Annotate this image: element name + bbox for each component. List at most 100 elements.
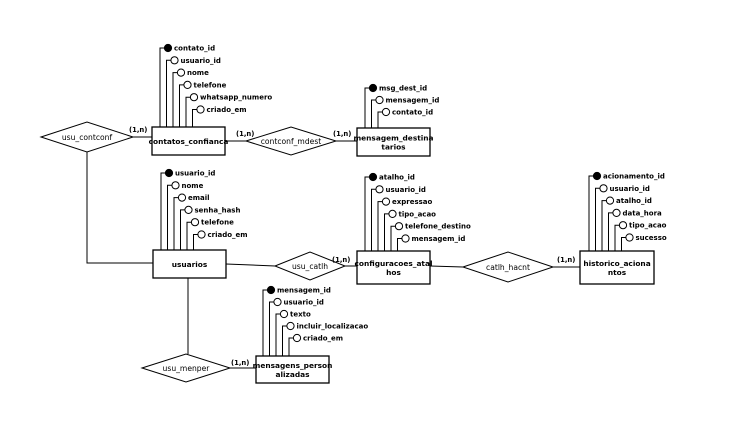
attribute-telefone-destino[interactable]: telefone_destino xyxy=(394,222,471,231)
entity-box xyxy=(151,126,226,156)
entity-box xyxy=(356,250,431,285)
relationship-label: usu_contconf xyxy=(62,133,113,142)
attribute-label: telefone_destino xyxy=(405,223,471,231)
attribute-usuario-id[interactable]: usuario_id xyxy=(164,168,215,178)
attribute-label: email xyxy=(188,194,210,202)
attribute-tipo-acao[interactable]: tipo_acao xyxy=(388,209,436,218)
relationship-catlh-hacnt[interactable]: catlh_hacnt xyxy=(461,251,555,283)
attribute-telefone[interactable]: telefone xyxy=(190,218,234,227)
attribute-criado-em[interactable]: criado_em xyxy=(196,105,247,114)
attribute-usuario-id[interactable]: usuario_id xyxy=(273,297,324,307)
entity-label: configuracoes_atal xyxy=(355,259,433,268)
attribute-expressao[interactable]: expressao xyxy=(381,197,433,206)
attribute-incluir-localizacao[interactable]: incluir_localizacao xyxy=(286,321,369,331)
connector-lines xyxy=(86,136,580,369)
attribute-line xyxy=(621,237,626,251)
attribute-icon xyxy=(388,209,397,218)
attribute-line xyxy=(282,325,287,356)
attribute-icon xyxy=(292,333,302,343)
attribute-label: atalho_id xyxy=(616,197,652,205)
primary-key-icon xyxy=(164,168,174,178)
entity-layer: contatos_confianca mensagem_destinatarios… xyxy=(149,126,655,384)
attribute-line xyxy=(159,47,164,127)
attribute-label: contato_id xyxy=(392,109,433,117)
attribute-label: msg_dest_id xyxy=(379,85,427,93)
attribute-mensagem-id[interactable]: mensagem_id xyxy=(401,234,466,243)
attribute-msg-dest-id[interactable]: msg_dest_id xyxy=(368,83,427,93)
attribute-senha-hash[interactable]: senha_hash xyxy=(184,205,241,214)
connector-line xyxy=(429,265,464,268)
attribute-data-hora[interactable]: data_hora xyxy=(612,208,663,217)
attribute-line xyxy=(601,200,606,251)
attribute-line xyxy=(173,197,178,250)
entity-usuarios[interactable]: usuarios xyxy=(152,249,227,279)
attribute-label: whatsapp_numero xyxy=(200,94,272,102)
attribute-line xyxy=(371,99,376,128)
attribute-atalho-id[interactable]: atalho_id xyxy=(368,172,415,182)
attribute-line xyxy=(371,188,376,251)
attribute-acionamento-id[interactable]: acionamento_id xyxy=(592,171,665,181)
attribute-mensagem-id[interactable]: mensagem_id xyxy=(375,95,439,105)
attribute-line xyxy=(179,84,184,127)
attribute-icon xyxy=(273,297,282,307)
attribute-icon xyxy=(183,80,192,90)
entity-box xyxy=(152,249,227,279)
attribute-icon xyxy=(375,185,384,194)
attribute-mensagem-id[interactable]: mensagem_id xyxy=(266,285,331,295)
entity-label: mensagem_destina xyxy=(353,134,433,143)
attribute-label: telefone xyxy=(201,219,234,227)
connector-line xyxy=(225,263,276,267)
attribute-usuario-id[interactable]: usuario_id xyxy=(599,184,650,193)
attribute-sucesso[interactable]: sucesso xyxy=(625,233,667,242)
attribute-icon xyxy=(176,68,186,77)
attribute-icon xyxy=(394,222,404,231)
entity-box xyxy=(356,127,431,157)
relationship-contconf-mdest[interactable]: contconf_mdest xyxy=(244,126,338,156)
entity-box xyxy=(255,355,330,384)
attribute-icon xyxy=(279,309,289,319)
attribute-label: criado_em xyxy=(207,106,247,114)
attribute-line xyxy=(172,72,177,127)
entity-label: contatos_confianca xyxy=(149,137,229,146)
attribute-label: acionamento_id xyxy=(603,173,665,181)
attribute-icon xyxy=(196,105,205,114)
relationship-usu-catlh[interactable]: usu_catlh xyxy=(273,251,347,281)
attribute-criado-em[interactable]: criado_em xyxy=(292,333,343,343)
attribute-label: nome xyxy=(182,182,204,190)
attribute-contato-id[interactable]: contato_id xyxy=(381,107,433,117)
attribute-atalho-id[interactable]: atalho_id xyxy=(605,196,652,205)
attribute-nome[interactable]: nome xyxy=(171,181,204,190)
attribute-line xyxy=(269,301,274,356)
attribute-label: data_hora xyxy=(623,209,663,217)
attribute-line xyxy=(262,289,267,356)
attribute-criado-em[interactable]: criado_em xyxy=(197,230,248,239)
attribute-icon xyxy=(197,230,206,239)
attribute-label: mensagem_id xyxy=(412,235,466,243)
entity-label: usuarios xyxy=(172,260,208,269)
relationship-usu-contconf[interactable]: usu_contconf xyxy=(39,121,135,153)
attribute-whatsapp-numero[interactable]: whatsapp_numero xyxy=(189,93,272,102)
attribute-contato-id[interactable]: contato_id xyxy=(163,43,215,53)
attribute-usuario-id[interactable]: usuario_id xyxy=(170,56,221,65)
attribute-nome[interactable]: nome xyxy=(176,68,209,77)
attribute-tipo-acao[interactable]: tipo_acao xyxy=(618,221,667,230)
attribute-label: incluir_localizacao xyxy=(297,323,369,331)
attribute-texto[interactable]: texto xyxy=(279,309,311,319)
cardinality-label: (1,n) xyxy=(333,130,351,138)
attribute-label: sucesso xyxy=(636,234,667,242)
relationship-usu-menper[interactable]: usu_menper xyxy=(140,353,232,383)
entity-contatos-confianca[interactable]: contatos_confianca xyxy=(149,126,229,156)
relationship-diamond xyxy=(461,251,555,283)
attribute-icon xyxy=(171,181,180,190)
attribute-telefone[interactable]: telefone xyxy=(183,80,227,90)
attribute-icon xyxy=(177,193,187,202)
attribute-line xyxy=(186,221,191,250)
attribute-usuario-id[interactable]: usuario_id xyxy=(375,185,426,194)
attribute-line xyxy=(377,111,382,128)
attribute-email[interactable]: email xyxy=(177,193,210,202)
